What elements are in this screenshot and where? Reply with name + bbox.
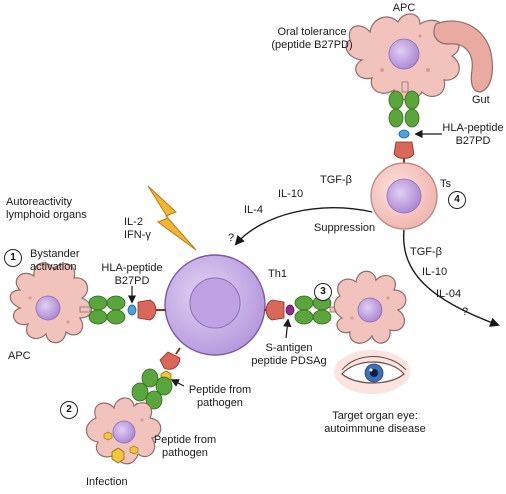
suppression-arrow (234, 207, 373, 246)
label-bystander-activation: Bystander activation (30, 248, 80, 273)
label-suppression: Suppression (314, 222, 376, 234)
label-apc-top: APC (392, 2, 416, 14)
label-il10-left: IL-10 (278, 188, 304, 200)
mhc-complex-right (264, 295, 341, 325)
eye-icon (334, 350, 410, 394)
label-peptide-pathogen-1: Peptide from pathogen (188, 384, 252, 409)
label-question-left: ? (228, 232, 235, 244)
apc-top-cell (345, 13, 460, 101)
label-hla-peptide-mid: HLA-peptide B27PD (101, 262, 163, 287)
label-il2-ifn: IL-2 IFN-γ (124, 216, 151, 241)
label-apc-left: APC (8, 350, 31, 362)
ts-output-arrow (402, 229, 500, 327)
label-infection: Infection (86, 476, 128, 488)
label-tgf-beta-right: TGF-β (410, 246, 442, 258)
apc-right-cell (333, 270, 407, 344)
label-il4: IL-4 (244, 204, 263, 216)
lightning-bolt-icon (147, 185, 197, 251)
number-badge-1: 1 (4, 249, 22, 267)
arrow-pathogen-peptide (170, 379, 185, 387)
label-il04: IL-04 (436, 288, 462, 300)
label-autoreactivity: Autoreactivity lymphoid organs (6, 196, 87, 221)
label-hla-peptide-top: HLA-peptide B27PD (442, 122, 504, 147)
label-il10-right: IL-10 (422, 266, 448, 278)
number-badge-4: 4 (448, 191, 466, 209)
mhc-complex-left (79, 295, 166, 325)
label-th1: Th1 (268, 268, 287, 280)
th1-cell (164, 254, 266, 356)
label-oral-tolerance: Oral tolerance (peptide B27PD) (271, 26, 353, 51)
arrow-s-antigen (283, 318, 292, 339)
gut-shape (433, 20, 493, 93)
label-ts: Ts (440, 178, 451, 190)
number-badge-2: 2 (60, 401, 78, 419)
apc-bottom-cell (85, 397, 162, 465)
label-peptide-pathogen-2: Peptide from pathogen (153, 434, 217, 459)
label-gut: Gut (472, 94, 490, 106)
ts-cell (370, 162, 438, 230)
number-badge-3: 3 (314, 283, 332, 301)
label-question-right: ? (462, 306, 469, 318)
label-target-organ: Target organ eye: autoimmune disease (324, 410, 426, 435)
mhc-complex-top (388, 81, 420, 166)
apc-left-cell (9, 262, 93, 344)
label-s-antigen: S-antigen peptide PDSAg (251, 342, 327, 367)
pathogen-hexagon-icon (111, 447, 125, 464)
label-tgf-beta-left: TGF-β (320, 174, 352, 186)
